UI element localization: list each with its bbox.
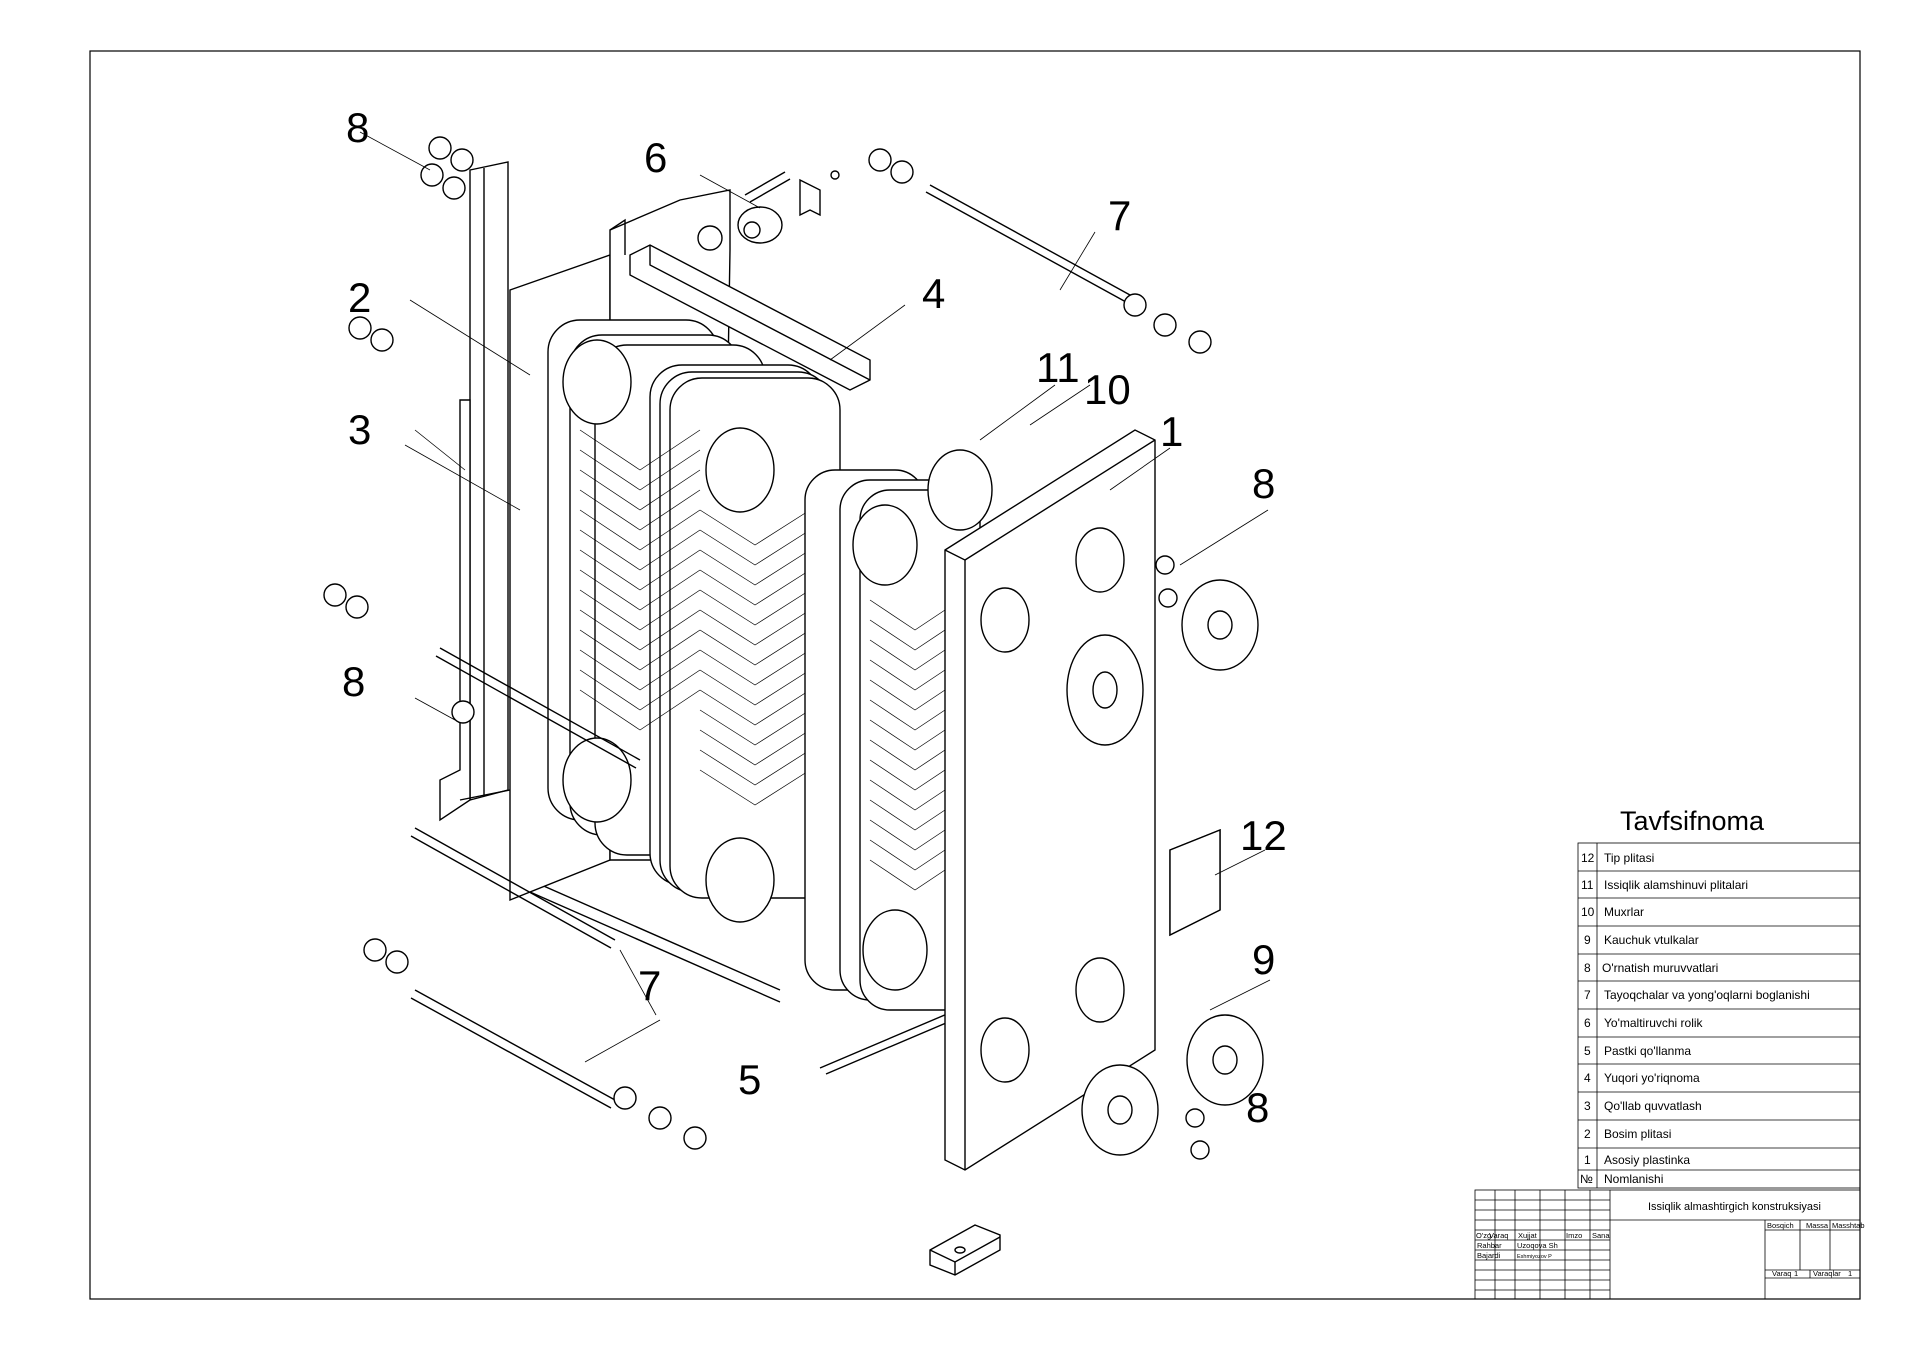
callout-1: 1 — [1160, 408, 1183, 455]
support-column — [439, 161, 511, 822]
callout-7-bottom: 7 — [638, 962, 661, 1009]
title-block-col-imzo: Imzo — [1566, 1231, 1582, 1240]
spec-row-no: 11 — [1581, 878, 1594, 892]
callout-8-right-top: 8 — [1252, 460, 1275, 507]
spec-row-no: 6 — [1584, 1016, 1591, 1030]
spec-row-no: 7 — [1584, 988, 1591, 1002]
callout-4: 4 — [922, 270, 945, 317]
spec-row-no: 10 — [1581, 905, 1595, 919]
title-block-rahbar-name: Uzoqova Sh — [1517, 1241, 1558, 1250]
spec-row-no: 2 — [1584, 1127, 1591, 1141]
spec-row-name: Tayoqchalar va yong'oqlarni boglanishi — [1604, 988, 1810, 1002]
title-block-varaq-no: 1 — [1794, 1269, 1798, 1278]
spec-row-no: 12 — [1581, 851, 1595, 865]
specification-table: Tavfsifnoma 12 Tip plitasi 11 Issiqlik a… — [1577, 806, 1861, 1189]
drawing-frame — [89, 50, 1861, 1300]
callout-11: 11 — [1036, 344, 1080, 391]
title-block-drawing-title: Issiqlik almashtirgich konstruksiyasi — [1648, 1201, 1821, 1213]
spec-row-no: 1 — [1584, 1153, 1591, 1167]
heat-exchanger-exploded-view — [323, 131, 1271, 1276]
title-block-massa: Massa — [1806, 1221, 1829, 1230]
spec-row-name: O'rnatish muruvvatlari — [1602, 961, 1718, 975]
callout-5: 5 — [738, 1056, 761, 1103]
spec-row-no: 5 — [1584, 1044, 1591, 1058]
callout-8-right-bottom: 8 — [1246, 1084, 1269, 1131]
callout-9: 9 — [1252, 936, 1275, 983]
spec-row-name: Asosiy plastinka — [1604, 1153, 1690, 1167]
spec-row-name: Kauchuk vtulkalar — [1604, 933, 1699, 947]
rubber-sleeves — [1066, 579, 1264, 1156]
guide-roller — [737, 170, 840, 244]
title-block-col-sana: Sana — [1592, 1231, 1610, 1240]
callout-2: 2 — [348, 274, 371, 321]
tie-rods — [410, 184, 1131, 1109]
spec-row-name: Yuqori yo'riqnoma — [1604, 1071, 1700, 1085]
callout-8-top-left: 8 — [346, 104, 369, 151]
spec-row-no: 9 — [1584, 933, 1591, 947]
callout-7-top: 7 — [1108, 192, 1131, 239]
title-block-varaq: Varaq — [1772, 1269, 1791, 1278]
callout-10: 10 — [1084, 366, 1131, 413]
spec-row-name: Issiqlik alamshinuvi plitalari — [1604, 878, 1748, 892]
mounting-nuts — [323, 136, 1212, 1160]
title-block-col-varaq: Varaq — [1489, 1231, 1508, 1240]
top-guide-bar — [629, 244, 871, 391]
title-block-varaqlar: Varaqlar — [1813, 1269, 1841, 1278]
title-block-bajardi-name: Eshmiyozov P — [1517, 1254, 1552, 1260]
title-block-bajardi-label: Bajardi — [1477, 1251, 1501, 1260]
spec-row-no: 4 — [1584, 1071, 1591, 1085]
type-plate — [1169, 828, 1221, 937]
spec-row-no: 8 — [1584, 961, 1591, 975]
spec-header-name: Nomlanishi — [1604, 1172, 1663, 1186]
title-block-rahbar-label: Rahbar — [1477, 1241, 1502, 1250]
specification-title: Tavfsifnoma — [1620, 806, 1765, 836]
spec-row-name: Yo'maltiruvchi rolik — [1604, 1016, 1704, 1030]
callout-12: 12 — [1240, 812, 1287, 859]
callout-6: 6 — [644, 134, 667, 181]
plate-pack — [547, 319, 841, 923]
title-block-masshtab: Masshtab — [1832, 1221, 1865, 1230]
callout-8-left-middle: 8 — [342, 658, 365, 705]
title-block-varaqlar-no: 1 — [1848, 1269, 1852, 1278]
gasket-plates — [804, 449, 993, 1011]
frame-plate — [944, 429, 1221, 1171]
spec-row-name: Tip plitasi — [1604, 851, 1654, 865]
foot-block — [929, 1224, 1001, 1276]
title-block: Issiqlik almashtirgich konstruksiyasi O'… — [1474, 1189, 1865, 1300]
callout-3: 3 — [348, 406, 371, 453]
title-block-col-izm: O'zg — [1476, 1231, 1491, 1240]
spec-row-name: Pastki qo'llanma — [1604, 1044, 1691, 1058]
spec-row-no: 3 — [1584, 1099, 1591, 1113]
spec-row-name: Muxrlar — [1604, 905, 1644, 919]
title-block-bosqich: Bosqich — [1767, 1221, 1794, 1230]
spec-row-name: Bosim plitasi — [1604, 1127, 1671, 1141]
spec-header-no: № — [1580, 1172, 1593, 1186]
leader-lines — [359, 131, 1271, 1063]
title-block-col-hujjat: Xujjat — [1518, 1231, 1538, 1240]
spec-row-name: Qo'llab quvvatlash — [1604, 1099, 1702, 1113]
callout-labels: 8 6 7 2 4 11 10 1 3 8 8 12 9 7 5 8 — [342, 104, 1287, 1131]
